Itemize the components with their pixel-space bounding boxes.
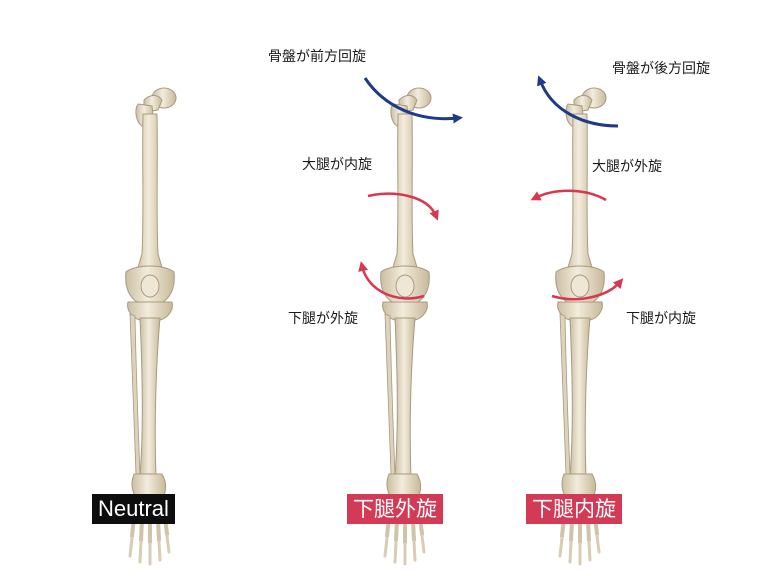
lower-leg-internal-label: 下腿が内旋 <box>626 311 696 327</box>
leg-lower-leg-external <box>378 86 433 566</box>
lower-leg-external-label: 下腿が外旋 <box>288 311 358 327</box>
pelvis-forward-rotation-arrow <box>363 77 463 124</box>
pelvis-forward-label: 骨盤が前方回旋 <box>268 49 366 65</box>
caption-lower-leg-external: 下腿外旋 <box>347 494 443 524</box>
caption-neutral: Neutral <box>92 494 175 524</box>
thigh-internal-label: 大腿が内旋 <box>302 157 372 173</box>
lower-leg-external-rotation-arrow <box>358 261 425 300</box>
pelvis-backward-rotation-arrow <box>537 75 619 128</box>
pelvis-backward-label: 骨盤が後方回旋 <box>612 61 710 77</box>
leg-neutral <box>123 86 178 566</box>
lower-leg-internal-rotation-arrow <box>551 278 624 301</box>
thigh-internal-rotation-arrow <box>367 192 439 221</box>
thigh-external-rotation-arrow <box>530 189 607 202</box>
thigh-external-label: 大腿が外旋 <box>592 159 662 175</box>
caption-lower-leg-internal: 下腿内旋 <box>526 494 622 524</box>
